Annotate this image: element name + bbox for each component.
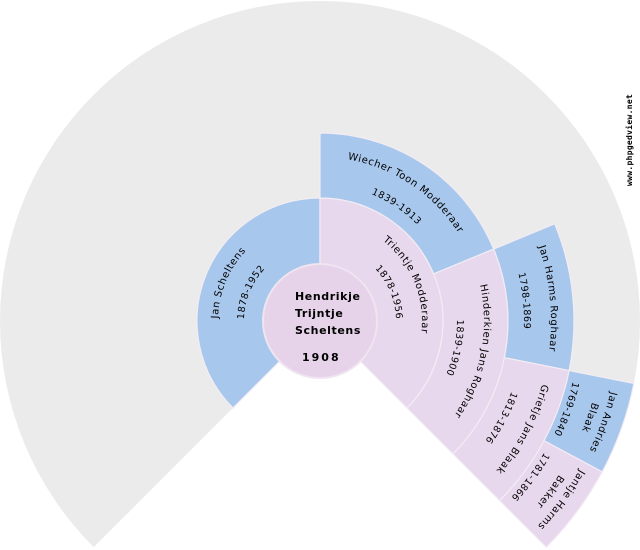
center-person-name-line-2: Trijntje: [295, 307, 343, 320]
center-person-birth-year: 1908: [302, 351, 341, 364]
center-person[interactable]: Hendrikje Trijntje Scheltens 1908: [295, 290, 361, 364]
center-person-circle[interactable]: [262, 263, 378, 379]
center-person-name-line-1: Hendrikje: [295, 290, 361, 303]
center-person-name-line-3: Scheltens: [295, 324, 361, 337]
watermark-link[interactable]: www.phpgedview.net: [624, 94, 634, 186]
fan-segment-jantje-harms-bakker[interactable]: [498, 439, 604, 549]
